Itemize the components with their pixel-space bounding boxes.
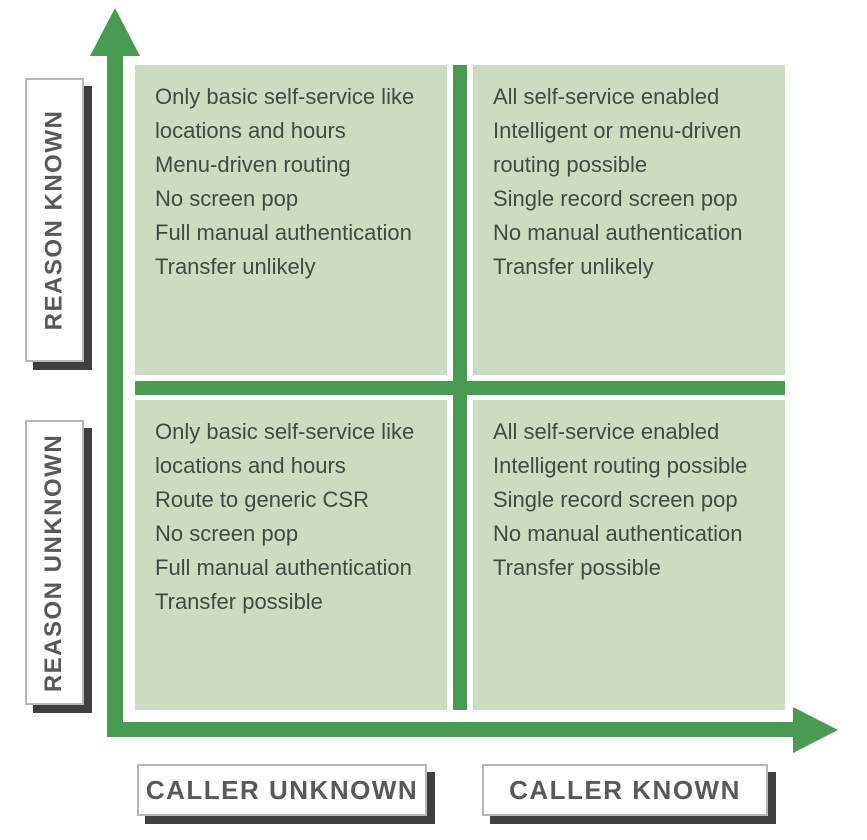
x-axis-line [107, 722, 793, 737]
quadrant-line: locations and hours [155, 118, 346, 143]
quadrant-top-left: Only basic self-service like locations a… [135, 65, 447, 375]
quadrant-line: Transfer unlikely [493, 254, 654, 279]
quadrant-line: Menu-driven routing [155, 152, 351, 177]
quadrant-line: Transfer possible [493, 555, 661, 580]
y-axis-arrowhead-icon [90, 8, 140, 56]
x-axis-label-text: CALLER UNKNOWN [145, 774, 419, 805]
quadrant-line: Full manual authentication [155, 220, 412, 245]
quadrant-line: locations and hours [155, 453, 346, 478]
quadrant-line: routing possible [493, 152, 648, 177]
horizontal-divider [135, 381, 785, 395]
x-axis-label-caller-known: CALLER KNOWN [482, 764, 768, 816]
y-axis-line [107, 48, 123, 737]
quadrant-top-right: All self-service enabled Intelligent or … [473, 65, 785, 375]
quadrant-line: Only basic self-service like [155, 84, 415, 109]
x-axis-arrowhead-icon [793, 707, 838, 753]
x-axis-label-caller-unknown: CALLER UNKNOWN [137, 764, 427, 816]
quadrant-line: Single record screen pop [493, 186, 738, 211]
quadrant-line: Transfer possible [155, 589, 323, 614]
quadrant-line: Transfer unlikely [155, 254, 316, 279]
y-axis-label-reason-unknown: REASON UNKNOWN [25, 420, 84, 705]
quadrant-line: Single record screen pop [493, 487, 738, 512]
y-axis-label-reason-known: REASON KNOWN [25, 78, 84, 362]
quadrant-line: No screen pop [155, 521, 299, 546]
quadrant-line: All self-service enabled [493, 419, 720, 444]
y-axis-label-text: REASON UNKNOWN [40, 433, 68, 692]
quadrant-line: No manual authentication [493, 220, 743, 245]
quadrant-line: Route to generic CSR [155, 487, 369, 512]
y-axis-label-text: REASON KNOWN [40, 109, 68, 331]
quadrant-line: Only basic self-service like [155, 419, 415, 444]
quadrant-line: No manual authentication [493, 521, 743, 546]
x-axis-label-text: CALLER KNOWN [509, 774, 741, 805]
quadrant-bottom-left: Only basic self-service like locations a… [135, 400, 447, 710]
quadrant-line: Intelligent or menu-driven [493, 118, 742, 143]
quadrant-line: Intelligent routing possible [493, 453, 748, 478]
quadrant-line: All self-service enabled [493, 84, 720, 109]
quadrant-line: No screen pop [155, 186, 299, 211]
quadrant-bottom-right: All self-service enabled Intelligent rou… [473, 400, 785, 710]
quadrant-line: Full manual authentication [155, 555, 412, 580]
